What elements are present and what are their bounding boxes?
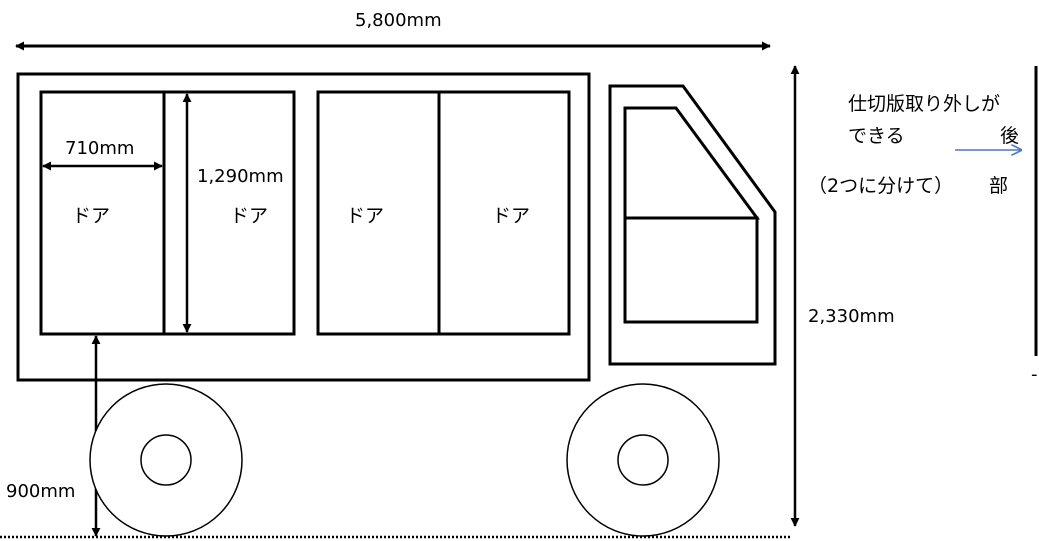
door-label-3: ドア — [346, 205, 384, 227]
rear-edge-fragment: - — [1031, 364, 1038, 385]
door-window-group-right — [316, 90, 571, 336]
door-label-4: ドア — [492, 205, 530, 227]
window-height-label: 1,290mm — [197, 166, 284, 187]
total-height-label: 2,330mm — [808, 306, 895, 327]
ground-clearance-label: 900mm — [6, 481, 75, 502]
window-width-label: 710mm — [65, 138, 134, 159]
partition-note-line2: できる — [848, 125, 905, 147]
door-label-2: ドア — [230, 205, 268, 227]
rear-label-1: 後 — [1000, 125, 1019, 147]
cab — [608, 84, 777, 366]
cab-window — [623, 106, 760, 220]
front-wheel-hub — [617, 434, 669, 486]
rear-label-2: 部 — [989, 175, 1008, 197]
door-label-1: ドア — [72, 205, 110, 227]
partition-note-line3: （2つに分けて） — [808, 175, 953, 197]
cargo-box — [16, 72, 591, 382]
door-window-group-left — [39, 90, 296, 336]
rear-wheel-hub — [140, 434, 192, 486]
partition-note-line1: 仕切版取り外しが — [848, 93, 1000, 115]
total-length-label: 5,800mm — [355, 10, 442, 31]
cab-door — [623, 216, 759, 324]
